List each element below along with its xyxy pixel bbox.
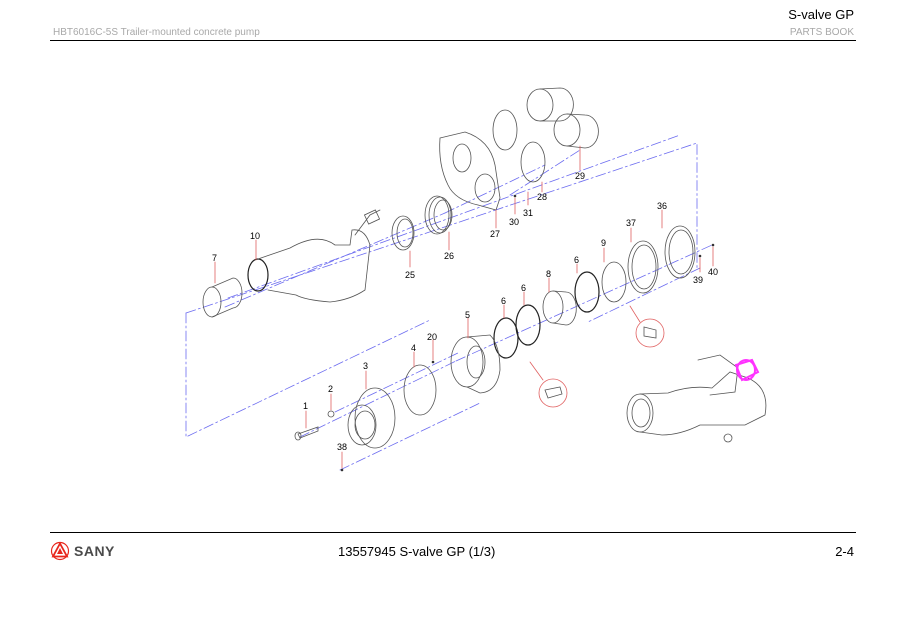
- callout-10: 10: [250, 231, 260, 241]
- callout-36: 36: [657, 201, 667, 211]
- callout-8: 8: [546, 269, 551, 279]
- callout-26: 26: [444, 251, 454, 261]
- highlighted-shaft: [734, 358, 760, 382]
- callout-3: 3: [363, 361, 368, 371]
- assembly-axis-lines: [185, 134, 713, 471]
- detail-circles: [529, 305, 665, 408]
- callout-2: 2: [328, 384, 333, 394]
- callout-4: 4: [411, 343, 416, 353]
- sany-logo-icon: [50, 541, 70, 561]
- callout-38: 38: [337, 442, 347, 452]
- callout-30: 30: [509, 217, 519, 227]
- page-number: 2-4: [835, 544, 854, 559]
- leader-lines: [214, 145, 714, 469]
- callout-6b: 6: [521, 283, 526, 293]
- sany-logo: SANY: [50, 541, 115, 561]
- callout-labels: 1 2 3 4 5 20 6 6 8 6 9 37 36 39 40 7 10 …: [212, 171, 718, 452]
- footer-divider: [50, 532, 856, 533]
- part-outlines: [202, 87, 767, 449]
- callout-31: 31: [523, 208, 533, 218]
- header-divider: [50, 40, 856, 41]
- callout-25: 25: [405, 270, 415, 280]
- callout-20: 20: [427, 332, 437, 342]
- book-label: PARTS BOOK: [789, 27, 854, 38]
- callout-5: 5: [465, 310, 470, 320]
- callout-27: 27: [490, 229, 500, 239]
- callout-29: 29: [575, 171, 585, 181]
- callout-7: 7: [212, 253, 217, 263]
- brand-name: SANY: [74, 543, 115, 559]
- callout-39: 39: [693, 275, 703, 285]
- callout-6a: 6: [501, 296, 506, 306]
- callout-40: 40: [708, 267, 718, 277]
- callout-37: 37: [626, 218, 636, 228]
- callout-28: 28: [537, 192, 547, 202]
- callout-1: 1: [303, 401, 308, 411]
- drawing-caption: 13557945 S-valve GP (1/3): [338, 544, 496, 559]
- section-title: S-valve GP: [788, 7, 854, 22]
- model-name: HBT6016C-5S Trailer-mounted concrete pum…: [53, 27, 260, 38]
- callout-9: 9: [601, 238, 606, 248]
- callout-6c: 6: [574, 255, 579, 265]
